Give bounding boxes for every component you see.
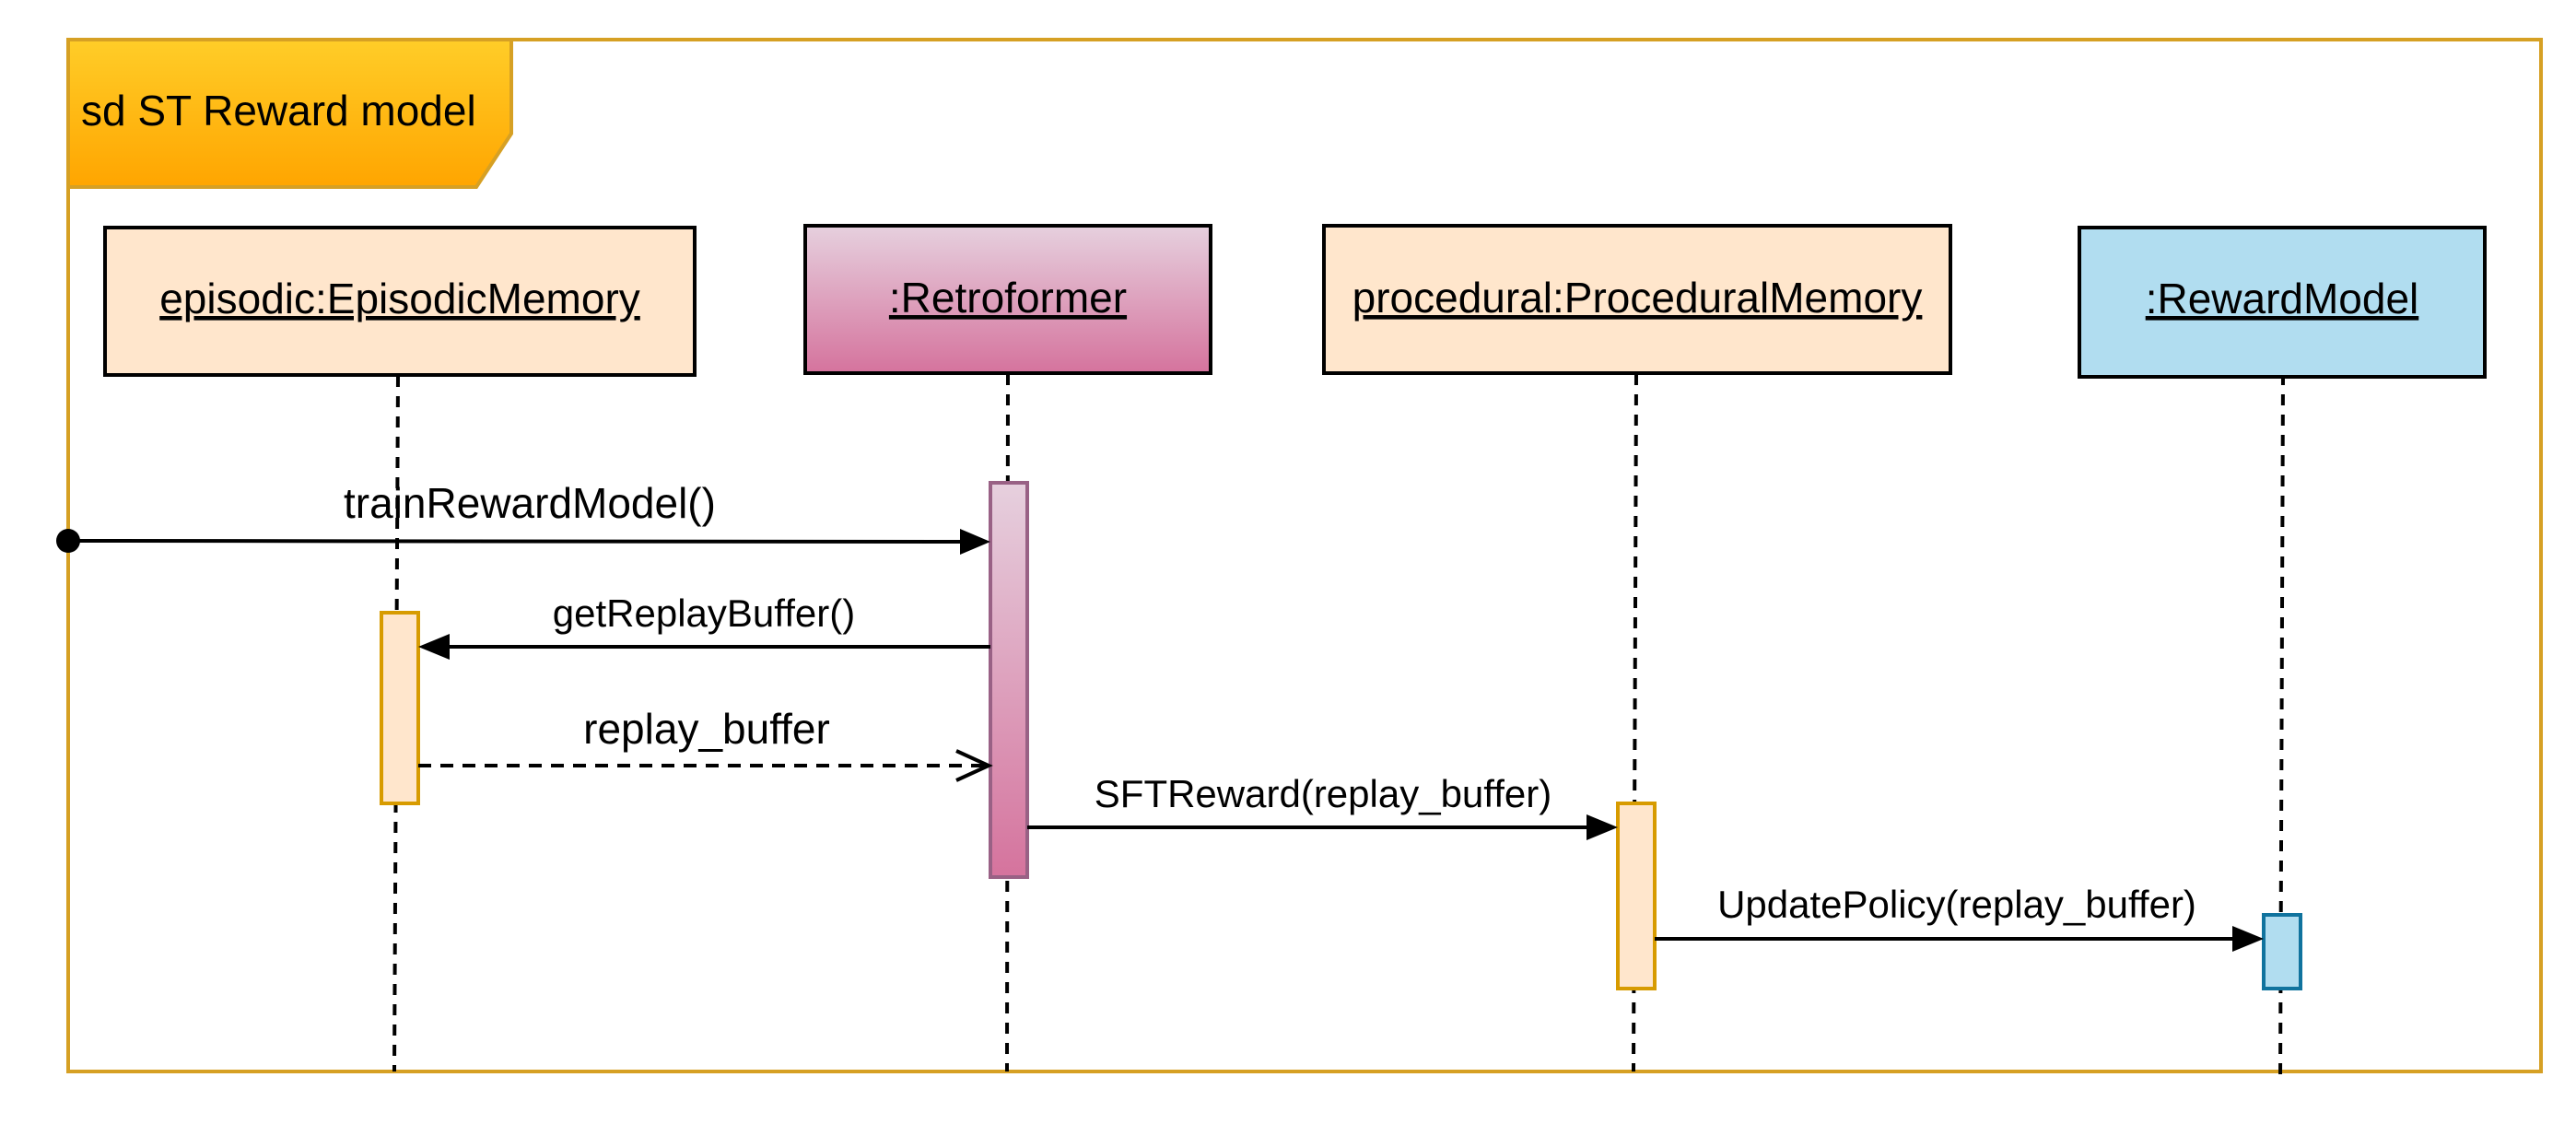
filled-arrowhead-icon: [1587, 814, 1618, 840]
lifeline-episodic-label: episodic:EpisodicMemory: [159, 275, 640, 322]
lifeline-reward-label: :RewardModel: [2146, 275, 2419, 322]
lifeline-reward[interactable]: :RewardModel: [2078, 226, 2487, 379]
lifeline-procedural[interactable]: procedural:ProceduralMemory: [1322, 224, 1952, 375]
filled-arrowhead-icon: [960, 529, 990, 555]
message-train-reward-model-line: [67, 539, 966, 544]
lifeline-episodic[interactable]: episodic:EpisodicMemory: [103, 226, 697, 377]
filled-arrowhead-icon: [418, 634, 450, 660]
lifeline-procedural-line: [1632, 373, 1638, 1072]
interaction-frame: sd ST Reward model: [66, 38, 2543, 1073]
open-arrowhead-icon: [955, 749, 993, 782]
message-sft-reward[interactable]: SFTReward(replay_buffer): [1027, 772, 1618, 840]
activation-reward: [2262, 913, 2302, 990]
message-update-policy[interactable]: UpdatePolicy(replay_buffer): [1655, 883, 2264, 952]
message-get-replay-buffer[interactable]: getReplayBuffer(): [418, 591, 990, 660]
filled-arrowhead-icon: [2232, 926, 2264, 952]
frame-tab: [66, 38, 513, 189]
frame-border: [66, 38, 2543, 1073]
frame-label: sd ST Reward model: [81, 87, 476, 135]
lifeline-episodic-head[interactable]: [103, 226, 697, 377]
lifeline-procedural-label: procedural:ProceduralMemory: [1352, 274, 1923, 322]
message-update-policy-label: UpdatePolicy(replay_buffer): [1717, 883, 2196, 926]
activation-procedural: [1616, 802, 1657, 990]
message-get-replay-buffer-label: getReplayBuffer(): [553, 591, 855, 635]
message-replay-buffer-return[interactable]: replay_buffer: [418, 705, 993, 782]
lifeline-retroformer-label: :Retroformer: [889, 274, 1127, 322]
lifeline-retroformer-head[interactable]: [803, 224, 1212, 375]
activation-episodic: [380, 611, 420, 805]
lifeline-reward-head[interactable]: [2078, 226, 2487, 379]
lifeline-procedural-head[interactable]: [1322, 224, 1952, 375]
message-train-reward-model-label: trainRewardModel(): [344, 479, 716, 527]
message-replay-buffer-return-label: replay_buffer: [583, 705, 830, 753]
lifeline-retroformer[interactable]: :Retroformer: [803, 224, 1212, 375]
activation-retroformer: [989, 481, 1029, 879]
message-train-reward-model[interactable]: trainRewardModel(): [56, 479, 990, 555]
message-sft-reward-label: SFTReward(replay_buffer): [1095, 772, 1551, 815]
